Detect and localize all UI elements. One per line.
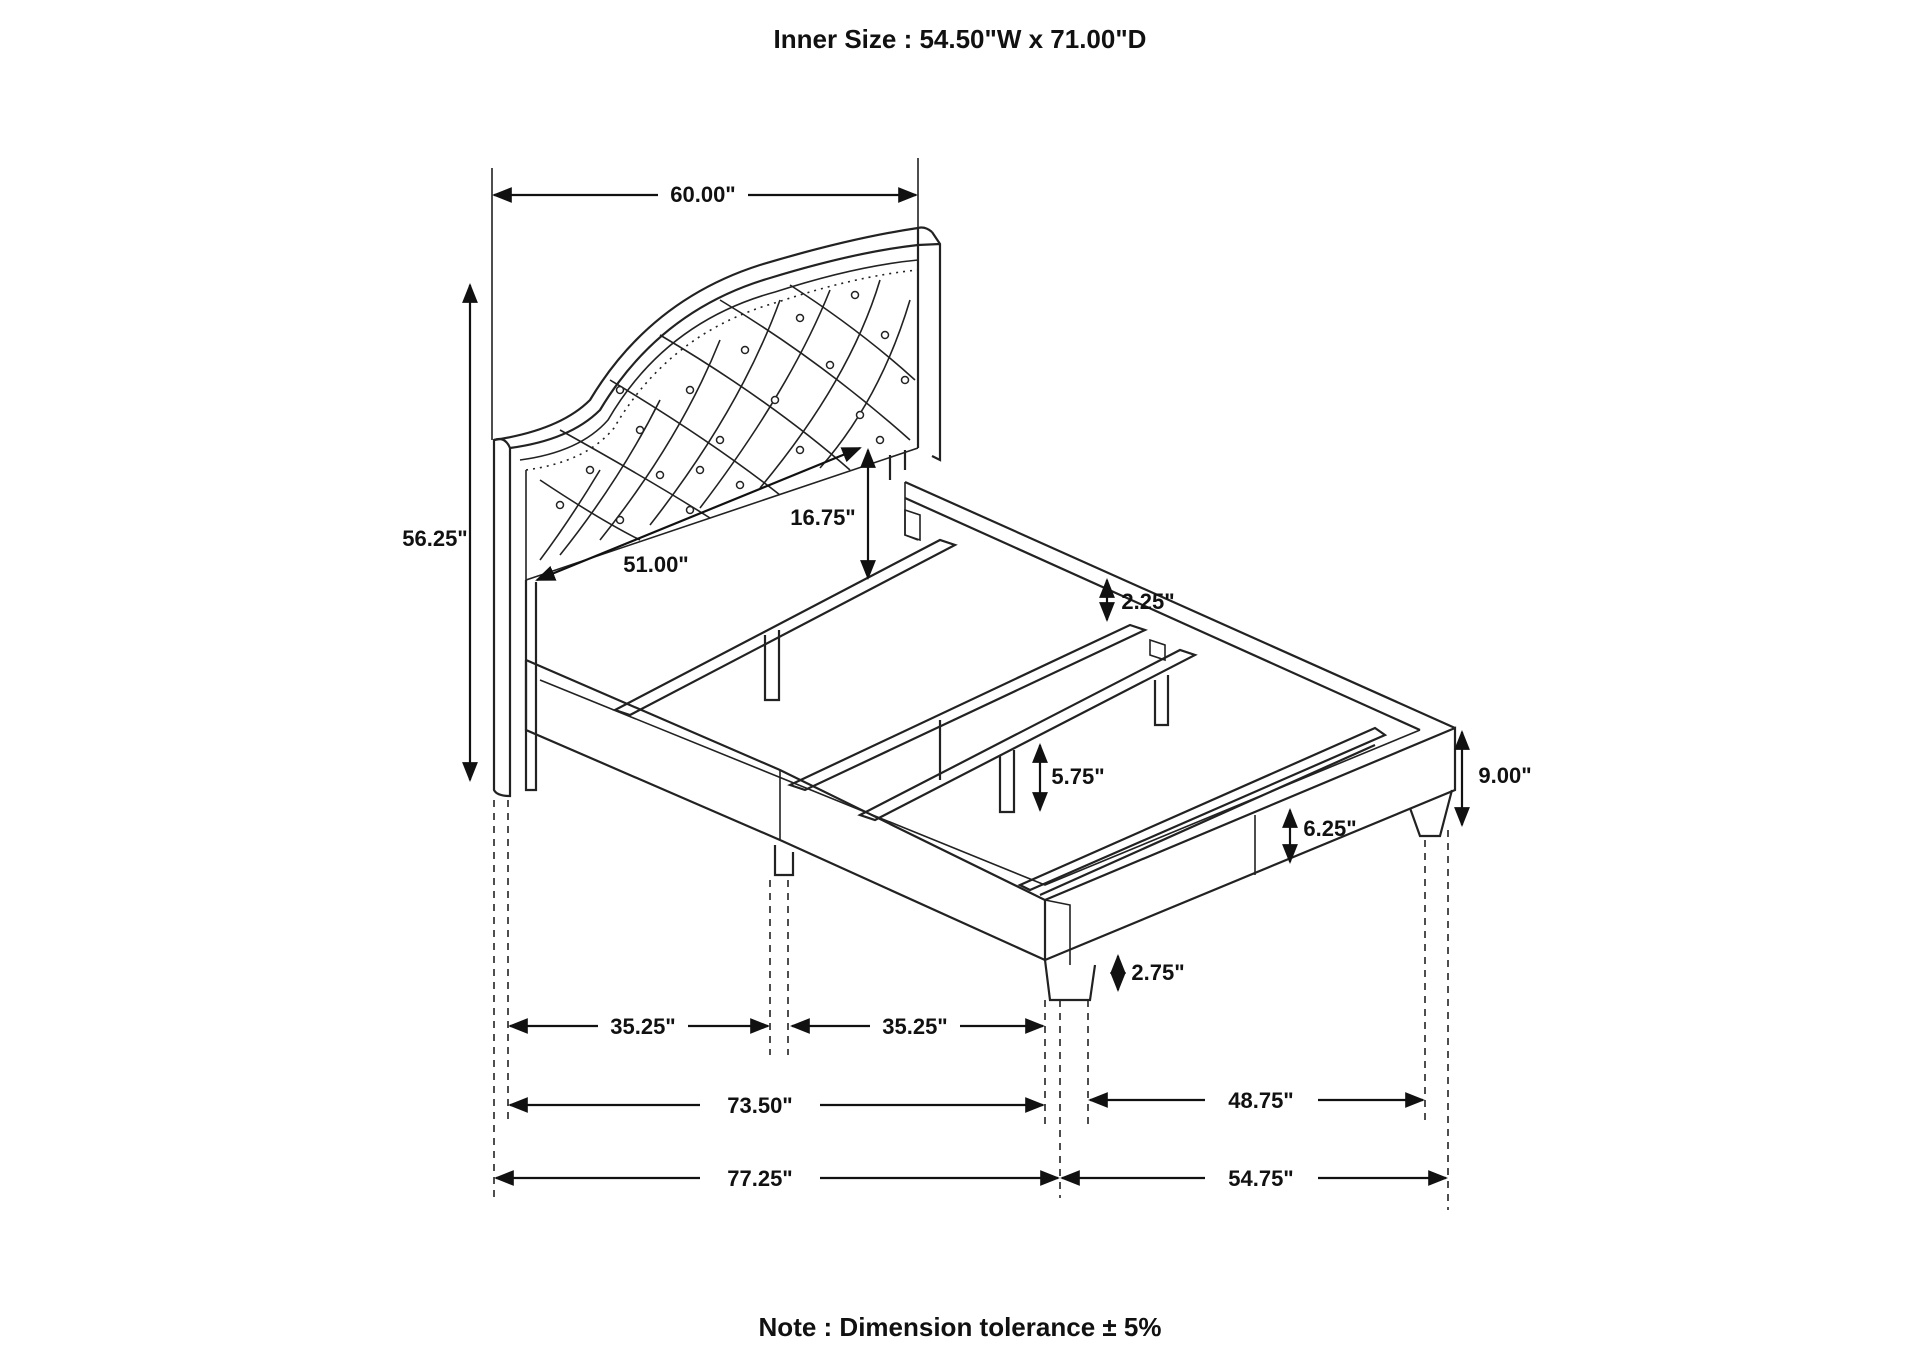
dim-headboard-panel-width: 51.00" <box>623 552 688 577</box>
dim-length-half-2: 35.25" <box>882 1014 947 1039</box>
dim-leg-height: 2.75" <box>1131 960 1184 985</box>
dim-inner-width: 48.75" <box>1228 1088 1293 1113</box>
dim-rail-height: 6.25" <box>1303 816 1356 841</box>
dim-length-half-1: 35.25" <box>610 1014 675 1039</box>
dim-footboard-height: 9.00" <box>1478 763 1531 788</box>
headboard <box>492 226 942 798</box>
dim-slat-thickness: 2.25" <box>1121 589 1174 614</box>
dim-center-support-height: 5.75" <box>1051 764 1104 789</box>
dim-inner-length: 73.50" <box>727 1093 792 1118</box>
dim-overall-width: 54.75" <box>1228 1166 1293 1191</box>
dim-overall-length: 77.25" <box>727 1166 792 1191</box>
inner-size-title: Inner Size : 54.50"W x 71.00"D <box>773 24 1147 54</box>
dim-headboard-panel-height: 16.75" <box>790 505 855 530</box>
bed-frame <box>524 480 1457 1002</box>
tolerance-note: Note : Dimension tolerance ± 5% <box>758 1312 1162 1342</box>
dimension-lines <box>462 158 1470 1210</box>
dim-headboard-width: 60.00" <box>670 182 735 207</box>
dim-overall-height: 56.25" <box>402 526 467 551</box>
